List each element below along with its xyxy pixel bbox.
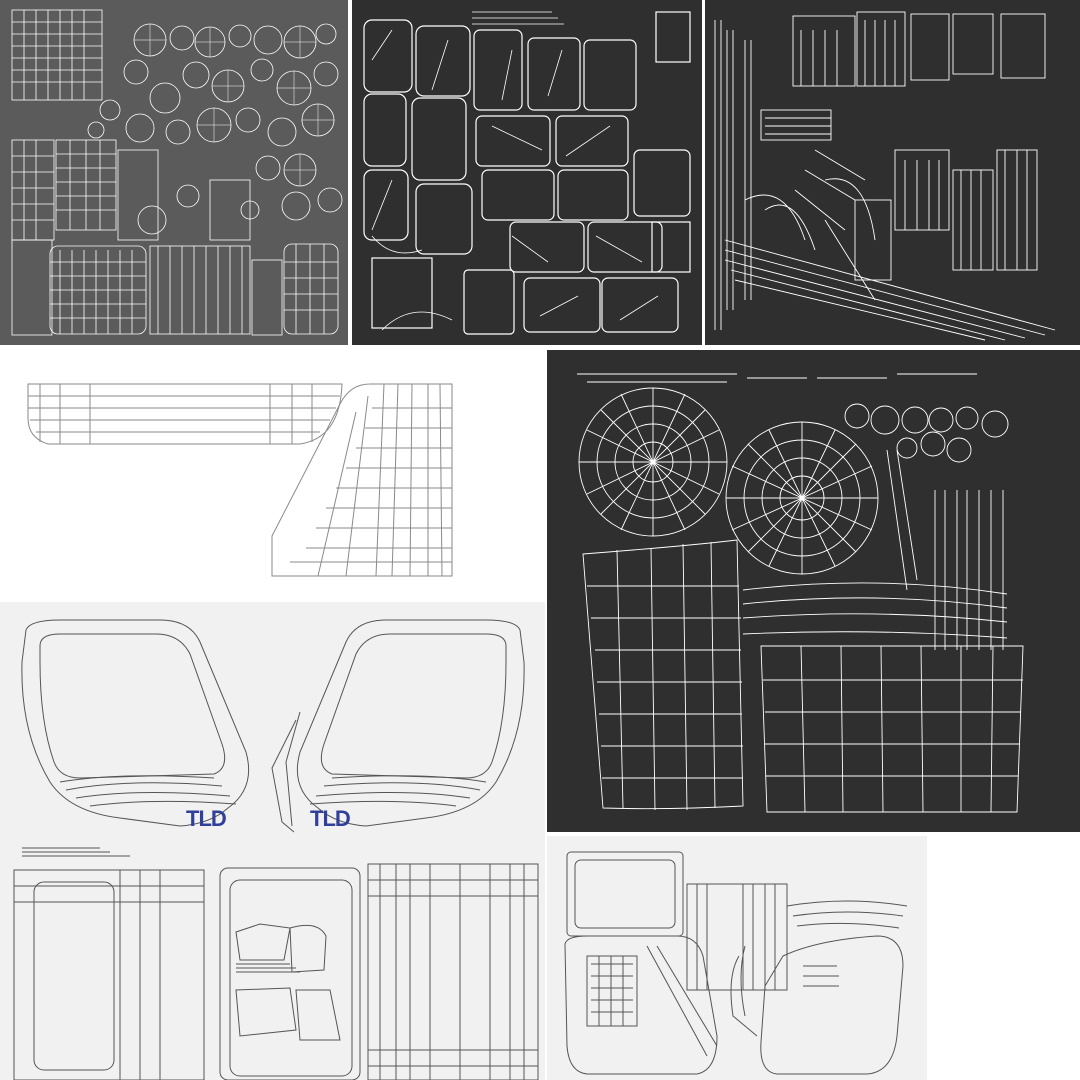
uv-panel-frame-parts: [705, 0, 1080, 345]
uv-wireframe-side-body: [27, 383, 453, 577]
uv-panel-parts-grey: [0, 0, 348, 345]
uv-wireframe-wheels-glass: [577, 373, 1024, 813]
uv-panel-interior-right: [547, 836, 927, 1080]
uv-panel-doors: TLD TLD: [0, 602, 545, 862]
uv-wireframe-parts: [11, 9, 343, 336]
uv-wireframe-interior-right: [564, 851, 908, 1075]
uv-wireframe-frame-parts: [714, 11, 1056, 341]
uv-panel-side-body: [0, 348, 545, 598]
right-door-logo: TLD: [310, 806, 351, 831]
uv-wireframe-cab-panels: [363, 11, 691, 335]
uv-panel-interior-left: [0, 840, 545, 1080]
left-door-logo: TLD: [186, 806, 227, 831]
uv-wireframe-interior-left: [13, 847, 539, 1080]
uv-wireframe-doors: [21, 619, 525, 833]
uv-panel-wheels-glass: [547, 350, 1080, 832]
uv-panel-cab-panels: [352, 0, 702, 345]
